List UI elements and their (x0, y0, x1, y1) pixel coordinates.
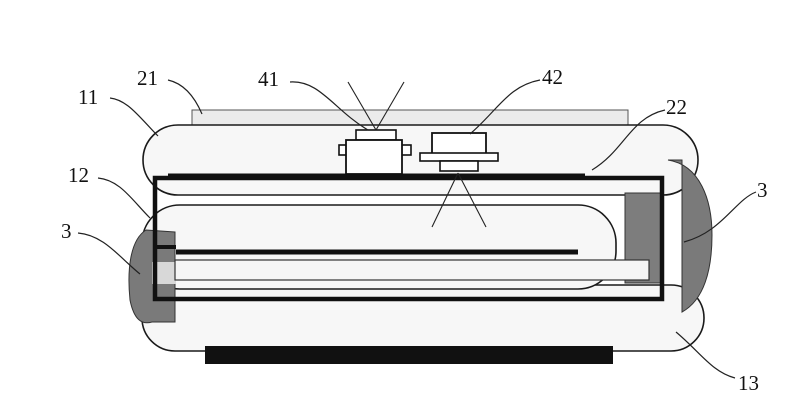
label-12: 12 (68, 163, 89, 187)
leader-11 (109, 97, 159, 137)
inner-frame (174, 259, 650, 281)
label-42: 42 (542, 65, 563, 89)
label-22: 22 (666, 95, 687, 119)
leader-3-left (77, 232, 141, 275)
ray-41-left (347, 81, 377, 131)
label-41: 41 (258, 67, 279, 91)
leader-21 (167, 79, 203, 115)
ray-42-left (431, 172, 459, 228)
label-21: 21 (137, 66, 158, 90)
label-3-left: 3 (61, 219, 72, 243)
leader-3-right (683, 191, 757, 243)
label-3-right: 3 (757, 178, 768, 202)
spacer-3-right (667, 159, 713, 313)
spacer-3-left-light (152, 262, 176, 284)
leader-41 (289, 81, 369, 131)
component-41 (338, 129, 412, 175)
leader-13 (675, 331, 736, 379)
ray-42-right (457, 172, 487, 228)
leader-42 (469, 79, 541, 135)
leader-12 (97, 177, 151, 219)
leader-22 (591, 109, 666, 171)
ray-41-right (375, 81, 405, 131)
label-13: 13 (738, 371, 759, 395)
base-bar (205, 346, 613, 364)
label-11: 11 (78, 85, 98, 109)
component-42 (419, 132, 499, 172)
layer-13 (141, 284, 705, 352)
